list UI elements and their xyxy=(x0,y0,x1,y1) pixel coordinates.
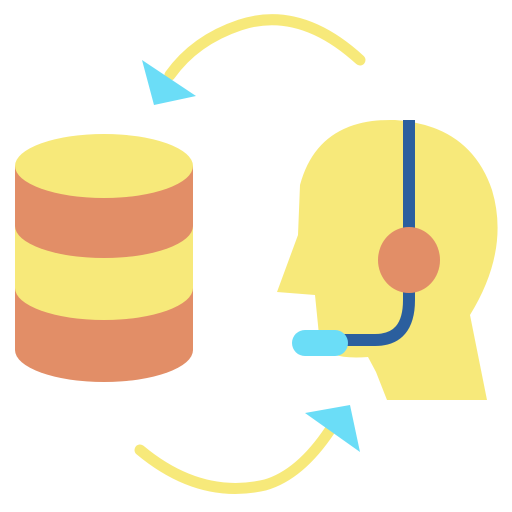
headset-earcup xyxy=(378,227,440,293)
headset-band xyxy=(340,120,415,346)
curved-arrow-right-icon xyxy=(134,405,360,494)
database-top xyxy=(15,134,193,198)
bottom-arrow-arc xyxy=(134,424,336,494)
top-arrow-arc xyxy=(164,14,366,81)
curved-arrow-left-icon xyxy=(142,14,366,105)
headset-microphone xyxy=(292,330,348,356)
bottom-arrow-head xyxy=(305,405,360,452)
support-agent-icon xyxy=(277,119,498,401)
database-icon xyxy=(15,134,193,382)
top-arrow-head xyxy=(142,60,196,105)
